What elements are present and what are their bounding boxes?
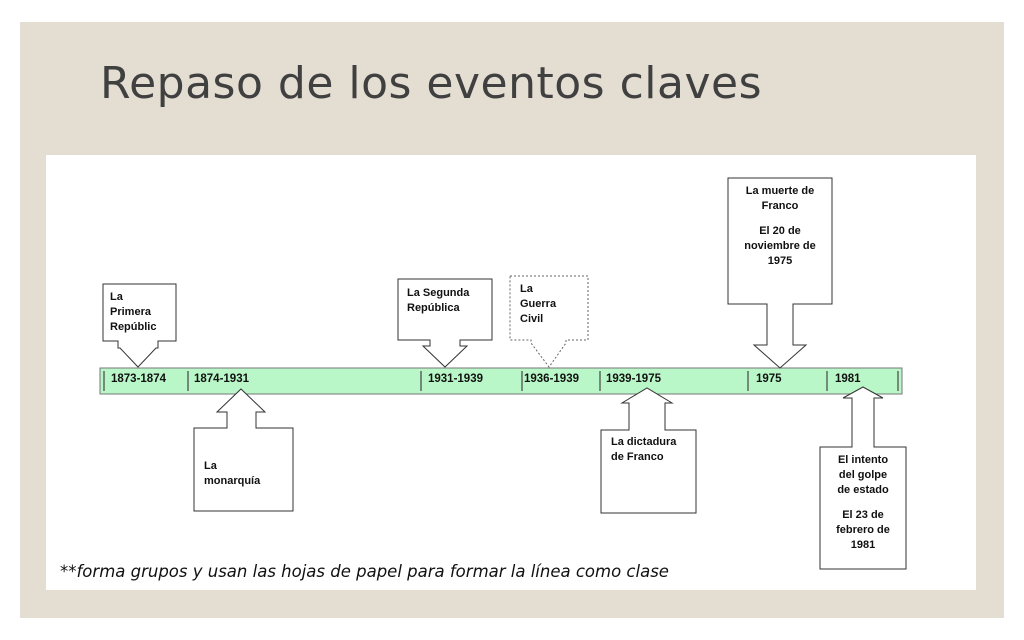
- callout-primera-republica: [102, 283, 177, 368]
- year-1975: 1975: [756, 373, 782, 385]
- year-1981: 1981: [835, 373, 861, 385]
- label-muerte-franco: La muerte de Franco El 20 de noviembre d…: [744, 185, 816, 267]
- callout-guerra-civil: [509, 275, 589, 368]
- label-golpe: El intento del golpe de estado El 23 de …: [836, 454, 890, 551]
- label-primera-republica: La Primera Repúblic: [110, 291, 157, 333]
- timeline-bar: [99, 367, 903, 395]
- year-1939-1975: 1939-1975: [606, 373, 661, 385]
- year-1874-1931: 1874-1931: [194, 373, 249, 385]
- callout-monarquia: [193, 388, 294, 512]
- timeline-separators: [103, 371, 899, 391]
- slide-title: Repaso de los eventos claves: [100, 58, 762, 109]
- label-dictadura: La dictadura de Franco: [611, 436, 677, 463]
- instruction-note: **forma grupos y usan las hojas de papel…: [60, 562, 669, 581]
- year-1931-1939: 1931-1939: [428, 373, 483, 385]
- label-segunda-republica: La Segunda República: [407, 287, 470, 314]
- label-guerra-civil: La Guerra Civil: [520, 283, 557, 325]
- callout-dictadura: [600, 387, 697, 514]
- callout-muerte-franco: [727, 177, 833, 369]
- callout-golpe: [819, 386, 907, 570]
- year-1873-1874: 1873-1874: [111, 373, 166, 385]
- callout-segunda-republica: [397, 278, 493, 368]
- label-monarquia: La monarquía: [204, 460, 261, 487]
- year-1936-1939: 1936-1939: [524, 373, 579, 385]
